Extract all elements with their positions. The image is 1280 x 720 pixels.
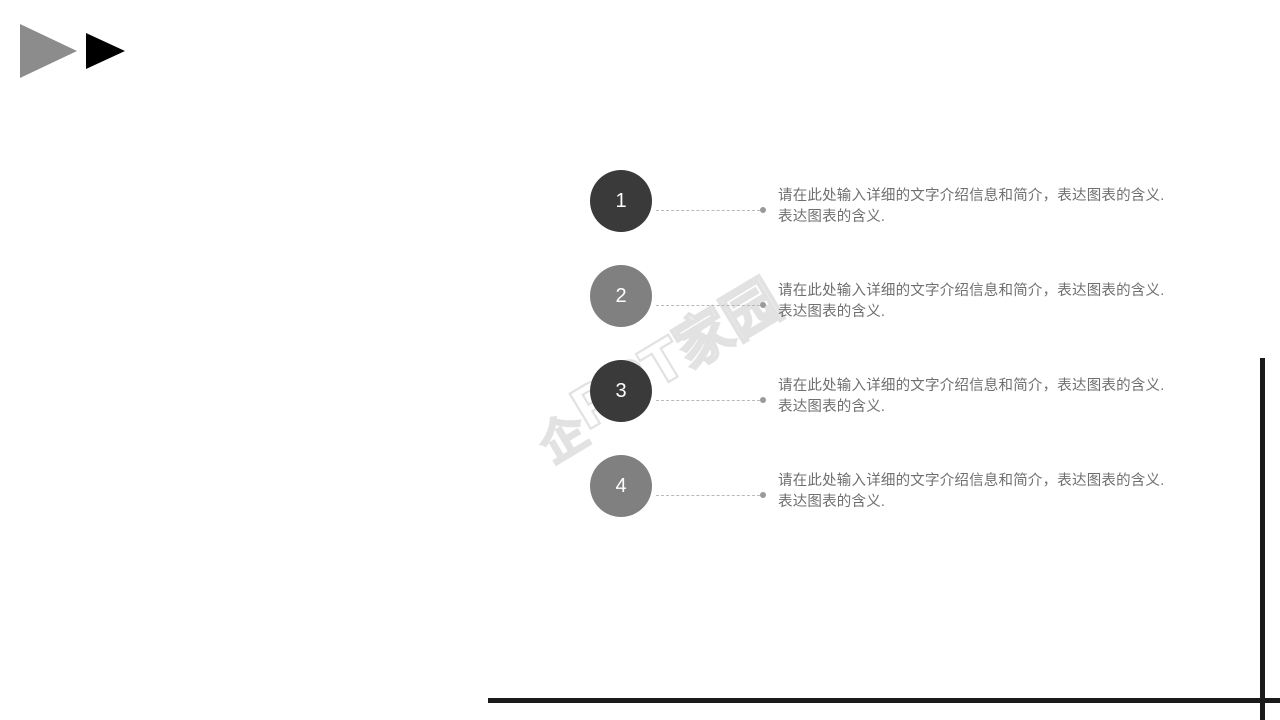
list-item-badge-3[interactable]: 3: [590, 360, 652, 422]
vertical-rule: [1260, 358, 1265, 720]
list-item-text-2: 请在此处输入详细的文字介绍信息和简介，表达图表的含义.表达图表的含义.: [778, 283, 1165, 320]
play-triangle-black-icon: [86, 33, 125, 69]
list-item-text-3: 请在此处输入详细的文字介绍信息和简介，表达图表的含义.表达图表的含义.: [778, 378, 1165, 415]
connector-line-1: [656, 210, 760, 211]
cycle-arrow-segment-2[interactable]: [461, 369, 530, 376]
list-item-badge-1[interactable]: 1: [590, 170, 652, 232]
logo: [0, 0, 170, 100]
list-item: 4 请在此处输入详细的文字介绍信息和简介，表达图表的含义.表达图表的含义.: [590, 455, 1190, 550]
horizontal-rule: [488, 698, 1280, 703]
cycle-inner-hole: [242, 252, 458, 468]
list-item-text-4: 请在此处输入详细的文字介绍信息和简介，表达图表的含义.表达图表的含义.: [778, 473, 1165, 510]
connector-line-2: [656, 305, 760, 306]
list-item-badge-4[interactable]: 4: [590, 455, 652, 517]
connector-line-4: [656, 495, 760, 496]
list-item-badge-2[interactable]: 2: [590, 265, 652, 327]
cycle-arrow-segment-1[interactable]: [359, 180, 366, 249]
connector-dot-4: [760, 492, 766, 498]
cycle-diagram: 1 2 3 4: [130, 140, 570, 580]
play-triangle-gray-icon: [20, 24, 77, 78]
connector-dot-1: [760, 207, 766, 213]
cycle-arrow-segment-3[interactable]: [334, 471, 341, 540]
list-item-text-1: 请在此处输入详细的文字介绍信息和简介，表达图表的含义.表达图表的含义.: [778, 188, 1165, 225]
list-item: 1 请在此处输入详细的文字介绍信息和简介，表达图表的含义.表达图表的含义.: [590, 170, 1190, 265]
list-item: 2 请在此处输入详细的文字介绍信息和简介，表达图表的含义.表达图表的含义.: [590, 265, 1190, 360]
connector-dot-3: [760, 397, 766, 403]
description-list: 1 请在此处输入详细的文字介绍信息和简介，表达图表的含义.表达图表的含义. 2 …: [590, 170, 1190, 550]
cycle-diagram-svg: [170, 180, 530, 540]
cycle-arrow-segment-4[interactable]: [170, 344, 239, 351]
connector-dot-2: [760, 302, 766, 308]
list-item: 3 请在此处输入详细的文字介绍信息和简介，表达图表的含义.表达图表的含义.: [590, 360, 1190, 455]
connector-line-3: [656, 400, 760, 401]
